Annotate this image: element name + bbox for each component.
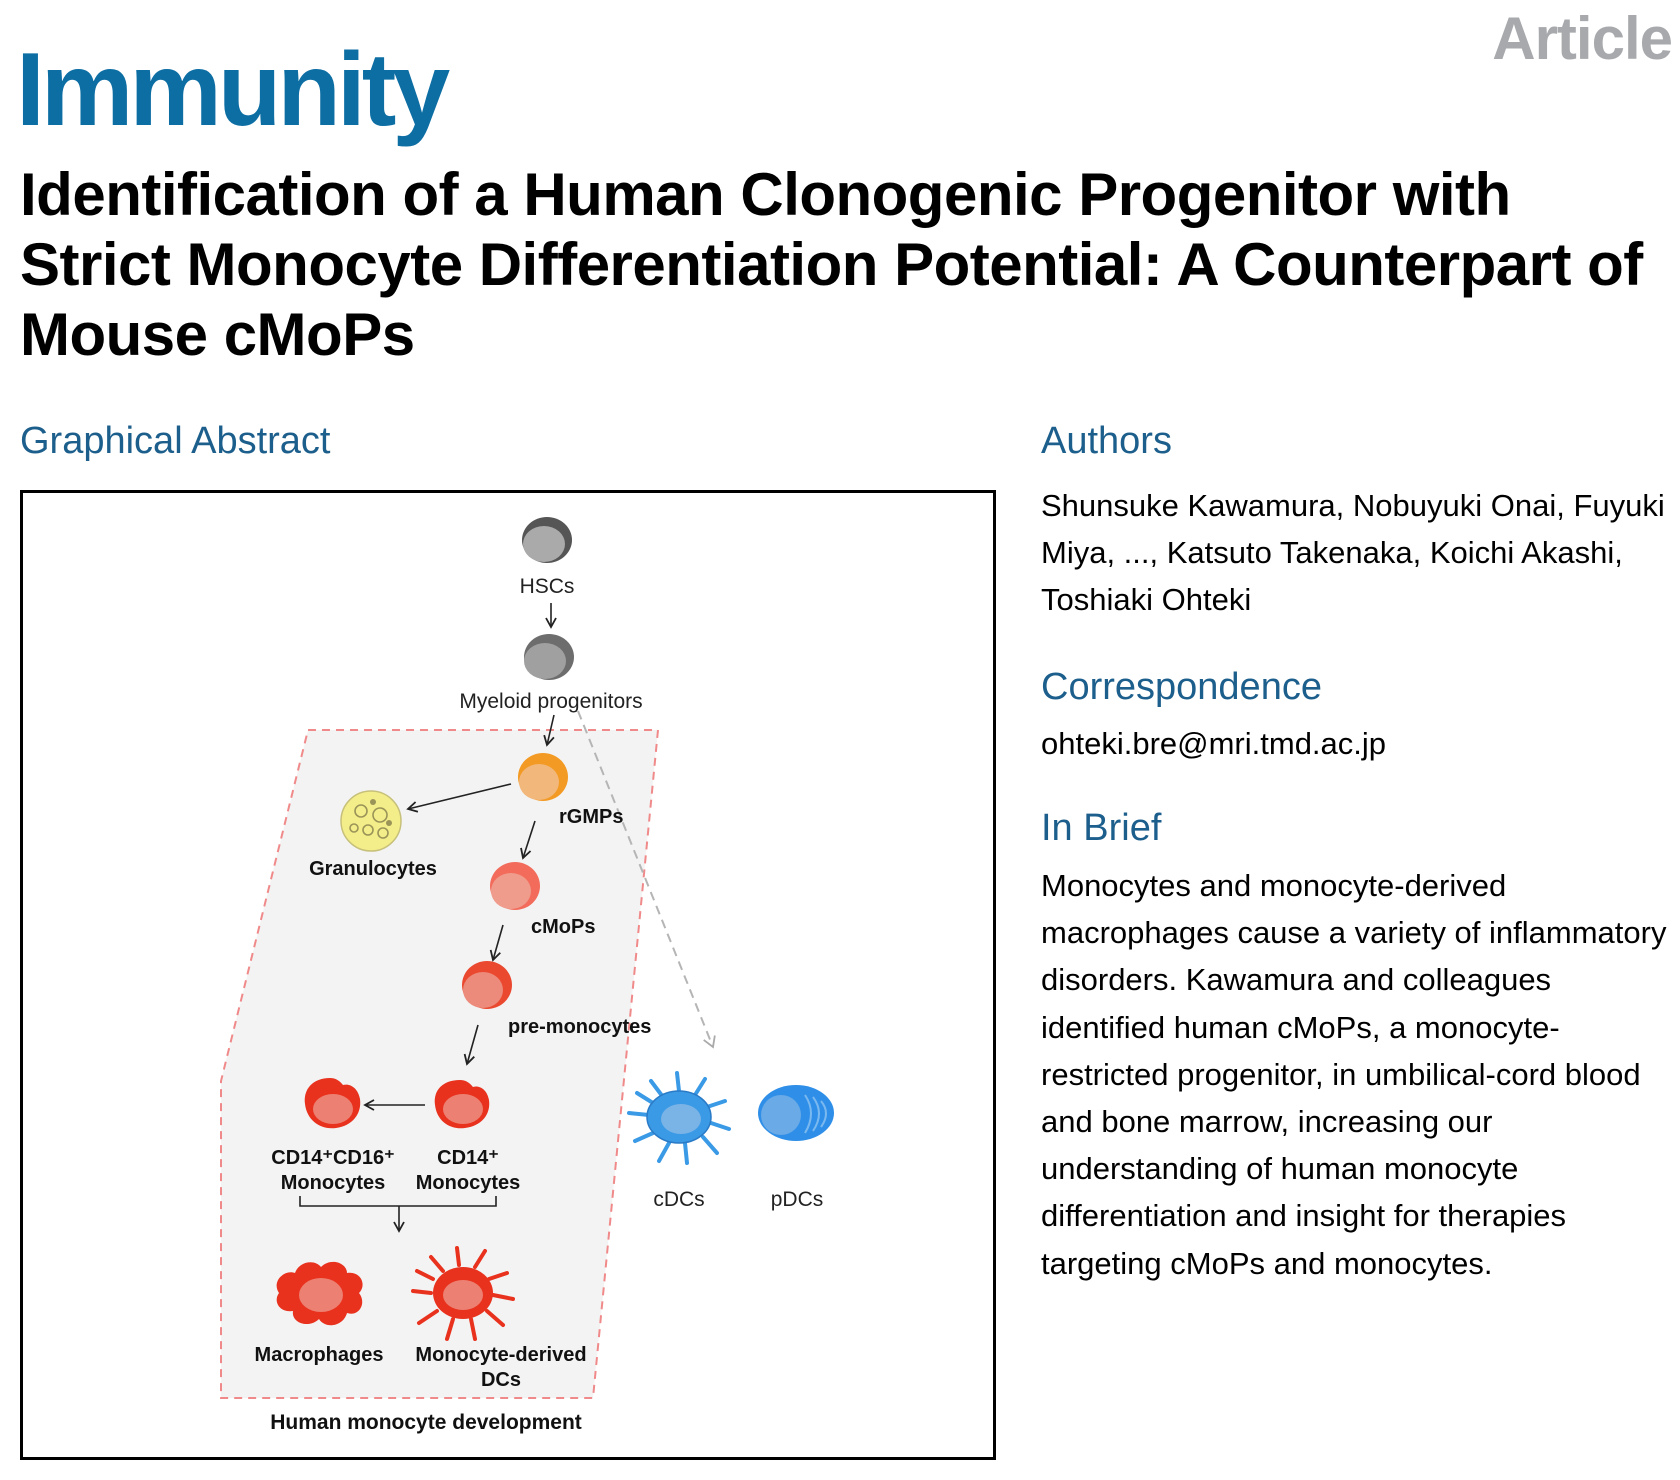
graphical-abstract-heading: Graphical Abstract	[20, 420, 331, 462]
pdcs-label: pDCs	[771, 1188, 824, 1211]
rgmp-cell-icon	[518, 753, 568, 801]
granulocyte-cell-icon	[340, 790, 402, 852]
macrophages-label: Macrophages	[255, 1344, 384, 1366]
hscs-label: HSCs	[520, 575, 575, 598]
cd14-cd16-monocyte-cell-icon	[304, 1078, 361, 1129]
cdc-cell-icon	[627, 1071, 731, 1165]
monocyte-development-region	[220, 729, 660, 1399]
cmop-cell-icon	[490, 862, 540, 910]
pre-monocyte-cell-icon	[462, 961, 512, 1009]
journal-name: Immunity	[16, 32, 450, 148]
pdc-cell-icon	[758, 1085, 834, 1141]
in-brief-text: Monocytes and monocyte-derived macrophag…	[1041, 868, 1667, 1281]
authors-list: Shunsuke Kawamura, Nobuyuki Onai, Fuyuki…	[1041, 488, 1665, 617]
graphical-abstract-figure: HSCs Myeloid progenitors rGMPs	[20, 490, 996, 1460]
pre-monocytes-label: pre-monocytes	[508, 1016, 651, 1038]
hsc-cell-icon	[522, 517, 572, 563]
cd14-label-line1: CD14⁺	[437, 1147, 499, 1169]
granulocytes-label: Granulocytes	[309, 858, 437, 880]
rgmps-label: rGMPs	[559, 806, 623, 828]
cd14-cd16-label-line1: CD14⁺CD16⁺	[271, 1147, 394, 1169]
cd14-label-line2: Monocytes	[416, 1172, 520, 1194]
article-title: Identification of a Human Clonogenic Pro…	[20, 161, 1643, 368]
mo-dcs-label-line2: DCs	[481, 1369, 521, 1391]
cd14-cd16-label-line2: Monocytes	[281, 1172, 385, 1194]
correspondence-email[interactable]: ohteki.bre@mri.tmd.ac.jp	[1041, 726, 1387, 761]
myeloid-progenitor-cell-icon	[524, 634, 574, 680]
mo-dcs-label-line1: Monocyte-derived	[415, 1344, 586, 1366]
in-brief-heading: In Brief	[1041, 807, 1162, 849]
monocyte-derived-dc-cell-icon	[411, 1246, 515, 1341]
graphical-abstract-diagram: HSCs Myeloid progenitors rGMPs	[220, 517, 834, 1434]
article-type-label: Article	[1492, 5, 1673, 72]
cmops-label: cMoPs	[531, 916, 595, 938]
region-caption: Human monocyte development	[270, 1411, 582, 1434]
correspondence-heading: Correspondence	[1041, 666, 1322, 708]
cd14-monocyte-cell-icon	[434, 1080, 490, 1129]
macrophage-cell-icon	[276, 1261, 363, 1326]
cdcs-label: cDCs	[653, 1188, 704, 1211]
myeloid-progenitors-label: Myeloid progenitors	[459, 690, 642, 713]
authors-heading: Authors	[1041, 420, 1172, 462]
